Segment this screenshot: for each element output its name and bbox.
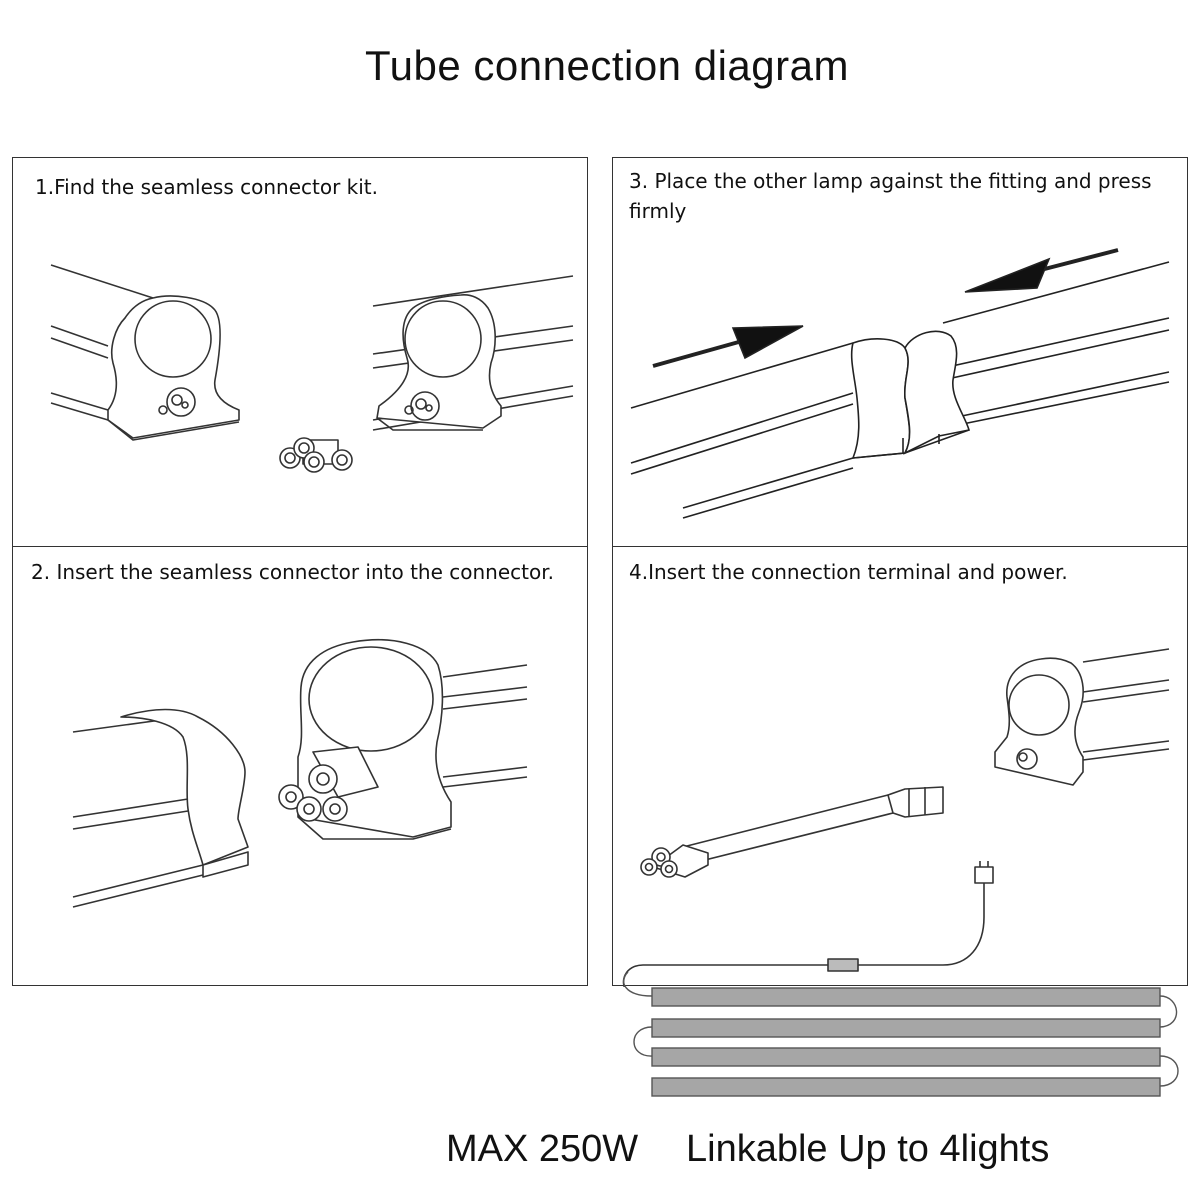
page-title: Tube connection diagram [365,42,849,89]
panel-step-3: 3. Place the other lamp against the fitt… [612,157,1188,547]
panel-step-1: 1.Find the seamless connector kit. [12,157,588,547]
step-1-text: 1.Find the seamless connector kit. [35,175,378,199]
linkable-label: Linkable Up to 4lights [686,1128,1050,1170]
step-4-illustration [622,648,1170,987]
step-4-text: 4.Insert the connection terminal and pow… [629,560,1068,584]
linked-tube [651,987,1161,1007]
panel-step-2: 2. Insert the seamless connector into th… [12,546,588,986]
max-power-label: MAX 250W [446,1128,639,1170]
step-3-illustration [630,248,1170,519]
linked-tube [651,1077,1161,1097]
linked-tube [651,1018,1161,1038]
panel-step-4: 4.Insert the connection terminal and pow… [612,546,1188,987]
linked-tube [651,1047,1161,1067]
step-3-text: 3. Place the other lamp against the fitt… [629,169,1152,223]
step-2-text: 2. Insert the seamless connector into th… [31,560,554,584]
step-1-illustration [50,264,574,473]
step-2-illustration [72,638,528,908]
